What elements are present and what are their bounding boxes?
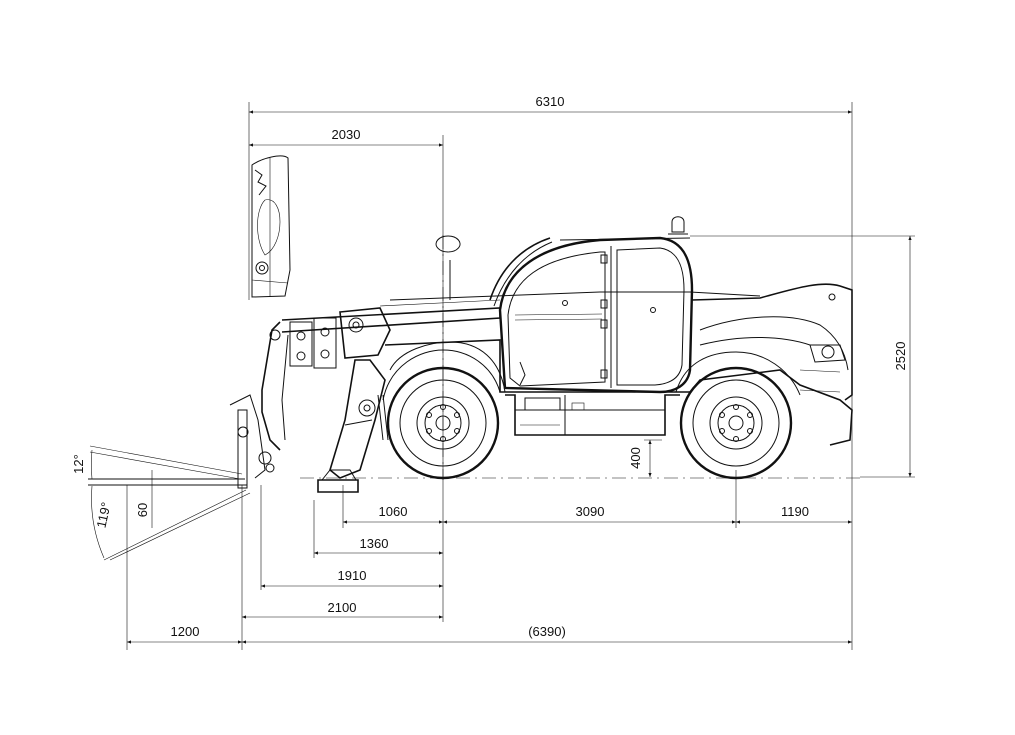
dim-ground-clearance: 400	[628, 447, 643, 469]
dim-overall-length: 6310	[536, 94, 565, 109]
dim-length-to-fork-face: (6390)	[528, 624, 566, 639]
dim-1360: 1360	[360, 536, 389, 551]
fork-geometry	[88, 394, 275, 561]
rear-wheel	[679, 366, 793, 480]
dim-rear-overhang: 1190	[781, 504, 809, 519]
dim-tilt-back-angle: 12°	[71, 454, 86, 474]
stabiliser-leg	[317, 359, 389, 493]
dimension-labels: 6310 2030 2520 400 1060 3090 1190 1360 1…	[71, 94, 908, 639]
dimension-lines	[126, 102, 915, 650]
dim-front-axle-offset: 1060	[379, 504, 408, 519]
dim-overall-height: 2520	[893, 342, 908, 371]
chassis	[384, 283, 853, 446]
dim-1910: 1910	[338, 568, 367, 583]
dim-attachment-length: 2030	[332, 127, 361, 142]
raised-attachment	[251, 155, 291, 298]
front-wheel	[386, 366, 500, 480]
dim-fork-thickness: 60	[135, 503, 150, 517]
dim-wheelbase: 3090	[576, 504, 605, 519]
dim-dump-angle: 119°	[94, 501, 114, 529]
dim-2100: 2100	[328, 600, 357, 615]
wheel-arches	[382, 349, 801, 401]
dim-fork-length: 1200	[171, 624, 200, 639]
boom-assembly	[261, 235, 761, 451]
operator-cab	[489, 216, 694, 394]
